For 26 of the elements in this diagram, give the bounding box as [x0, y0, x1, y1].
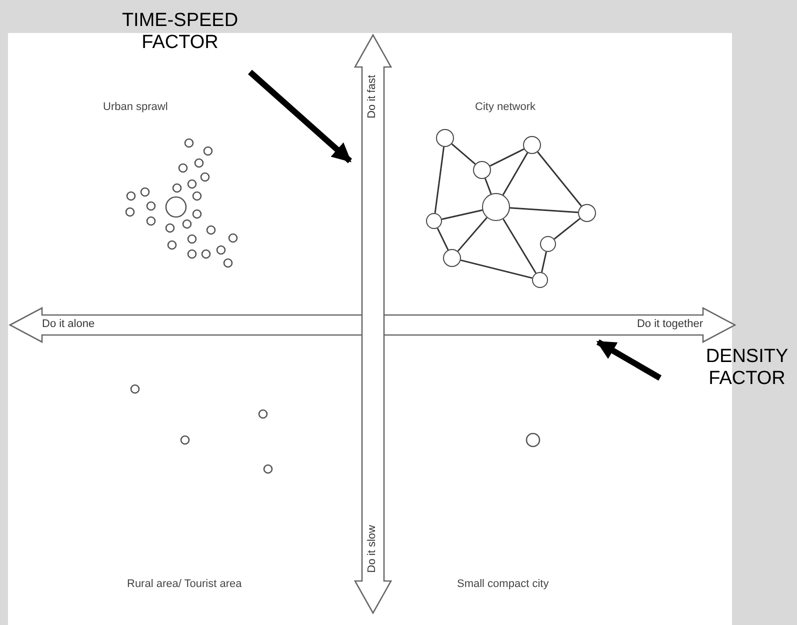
axis-label: Do it fast	[366, 75, 378, 118]
network-link	[436, 228, 449, 250]
factor-label: DENSITY FACTOR	[704, 346, 790, 390]
network-link	[502, 218, 537, 274]
axis-label: Do it alone	[42, 318, 95, 330]
network-link	[442, 209, 482, 220]
network-link	[541, 252, 547, 272]
network-link	[434, 146, 445, 214]
network-link	[554, 218, 580, 240]
axis-label: Do it together	[636, 318, 703, 330]
arrow	[248, 70, 352, 164]
network-link	[490, 148, 524, 167]
network-link	[502, 152, 528, 196]
arrow	[596, 339, 662, 381]
network-link	[460, 259, 532, 279]
factor-label: TIME-SPEED FACTOR	[120, 10, 240, 54]
network-link	[510, 207, 578, 214]
network-link	[457, 217, 488, 252]
quadrant-label: Small compact city	[457, 578, 549, 590]
quadrant-label: Rural area/ Tourist area	[127, 578, 242, 590]
network-link	[451, 143, 476, 165]
network-link	[484, 178, 492, 194]
quadrant-label: City network	[475, 101, 536, 113]
quadrant-label: Urban sprawl	[103, 101, 168, 113]
network-link	[537, 152, 582, 206]
axis-label: Do it slow	[366, 525, 378, 573]
